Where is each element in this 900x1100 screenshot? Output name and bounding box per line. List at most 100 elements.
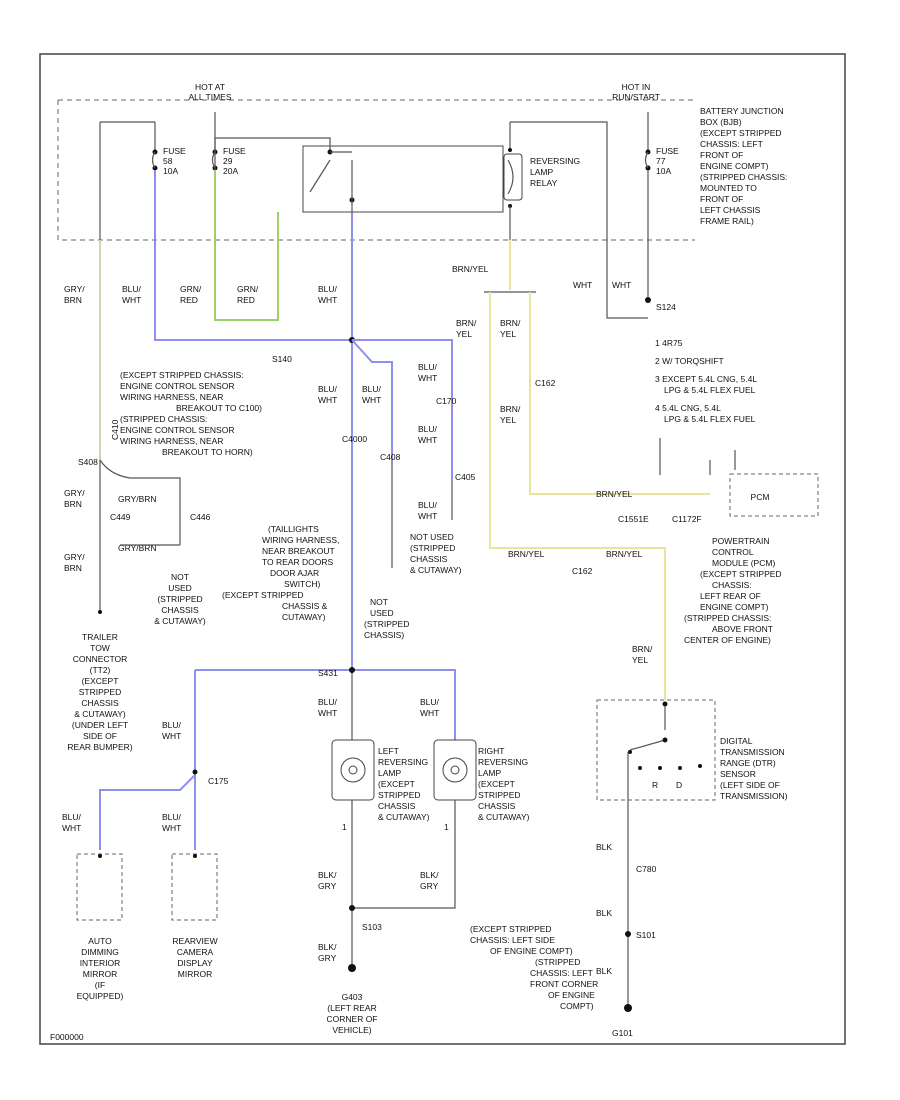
left-reversing-lamp: LEFT REVERSING LAMP (EXCEPT STRIPPED CHA… [331,739,430,832]
right-reversing-lamp: RIGHT REVERSING LAMP (EXCEPT STRIPPED CH… [433,739,530,832]
svg-text:ABOVE FRONT: ABOVE FRONT [712,624,773,634]
svg-text:LAMP: LAMP [378,768,401,778]
svg-text:1: 1 [444,822,449,832]
svg-text:STRIPPED: STRIPPED [478,790,521,800]
hot-bus-right [509,112,649,240]
svg-text:DIMMING: DIMMING [81,947,119,957]
svg-text:CHASSIS: CHASSIS [478,801,516,811]
gry-brn-label-3b: BRN [64,563,82,573]
trailer-tow-connector: TRAILER TOW CONNECTOR (TT2) (EXCEPT STRI… [67,610,133,752]
grn-red-label-2a: GRN/ [237,284,259,294]
fuse-29: FUSE 29 20A [211,146,246,176]
blu-wht-label-e1: BLU/ [418,362,438,372]
bjb-label: BATTERY JUNCTION BOX (BJB) (EXCEPT STRIP… [700,106,787,226]
gry-brn-branch [99,459,181,545]
c4000-label: C4000 [342,434,367,444]
svg-text:ENGINE CONTROL SENSOR: ENGINE CONTROL SENSOR [120,381,234,391]
brn-yel-label-b2: YEL [500,329,516,339]
gry-brn-label-1a: GRY/ [64,284,85,294]
grn-red-wire [214,170,279,321]
diagram-frame [39,53,846,1045]
brn-yel-inline-3: BRN/YEL [606,549,643,559]
svg-text:TRANSMISSION: TRANSMISSION [720,747,785,757]
svg-text:USED: USED [168,583,192,593]
svg-text:& CUTAWAY): & CUTAWAY) [74,709,126,719]
c175-node [192,769,198,775]
svg-text:(STRIPPED: (STRIPPED [535,957,580,967]
hot-in-run-start-label-2: RUN/START [612,92,660,102]
blu-wht-label-g1: BLU/ [418,500,438,510]
blu-wht-label-f2: WHT [418,435,437,445]
svg-text:STRIPPED: STRIPPED [378,790,421,800]
blu-wht-label-a2: WHT [122,295,141,305]
svg-text:(EXCEPT STRIPPED: (EXCEPT STRIPPED [470,924,552,934]
wht-label-1: WHT [573,280,592,290]
svg-text:COMPT): COMPT) [560,1001,594,1011]
pcm-label: POWERTRAIN CONTROL MODULE (PCM) (EXCEPT … [684,536,782,645]
c446-label: C446 [190,512,211,522]
svg-text:ENGINE CONTROL SENSOR: ENGINE CONTROL SENSOR [120,425,234,435]
svg-text:SWITCH): SWITCH) [284,579,321,589]
blu-wht-label-c1: BLU/ [318,384,338,394]
svg-text:1: 1 [342,822,347,832]
svg-text:(STRIPPED: (STRIPPED [410,543,455,553]
blk-gry-label-1b: GRY [318,881,337,891]
svg-text:VEHICLE): VEHICLE) [332,1025,371,1035]
svg-text:NOT: NOT [171,572,189,582]
blu-wht-wire-fuse58 [154,170,352,341]
svg-text:FUSE: FUSE [223,146,246,156]
c170-label: C170 [436,396,457,406]
brn-yel-right-branch [529,292,710,495]
blk-label-3: BLK [596,966,612,976]
blu-wht-label-d2: WHT [362,395,381,405]
svg-text:CAMERA: CAMERA [177,947,214,957]
brn-yel-inline-1: BRN/YEL [596,489,633,499]
blu-wht-label-i2: WHT [420,708,439,718]
svg-text:(EXCEPT STRIPPED CHASSIS:: (EXCEPT STRIPPED CHASSIS: [120,370,244,380]
svg-text:FRONT OF: FRONT OF [700,194,743,204]
svg-text:DOOR AJAR: DOOR AJAR [270,568,319,578]
blu-wht-label-h2: WHT [318,708,337,718]
blk-label-1: BLK [596,842,612,852]
s431-node [349,667,355,673]
c410-label: C410 [110,419,120,440]
s103-label: S103 [362,922,382,932]
s101-node [625,931,631,937]
svg-text:(EXCEPT STRIPPED: (EXCEPT STRIPPED [222,590,304,600]
svg-text:LPG & 5.4L FLEX FUEL: LPG & 5.4L FLEX FUEL [664,414,756,424]
blk-gry-label-3b: GRY [318,953,337,963]
blu-wht-label-a1: BLU/ [122,284,142,294]
svg-text:REARVIEW: REARVIEW [172,936,217,946]
lamp-ground-wires [351,800,456,968]
blu-wht-label-d1: BLU/ [362,384,382,394]
svg-text:TO REAR DOORS: TO REAR DOORS [262,557,333,567]
svg-text:D: D [676,780,682,790]
s408-label: S408 [78,457,98,467]
svg-text:(UNDER LEFT: (UNDER LEFT [72,720,128,730]
dtr-sensor: R D DIGITAL TRANSMISSION RANGE (DTR) SEN… [596,699,788,812]
svg-text:MIRROR: MIRROR [83,969,117,979]
svg-text:LAMP: LAMP [478,768,501,778]
hot-bus-left [99,112,216,240]
svg-text:(LEFT SIDE OF: (LEFT SIDE OF [720,780,780,790]
blu-wht-label-l2: WHT [162,823,181,833]
bjb-boundary [57,99,695,241]
svg-text:OF ENGINE COMPT): OF ENGINE COMPT) [490,946,573,956]
taillight-notes: (TAILLIGHTS WIRING HARNESS, NEAR BREAKOU… [222,524,339,622]
svg-text:2 W/ TORQSHIFT: 2 W/ TORQSHIFT [655,356,724,366]
svg-text:CHASSIS): CHASSIS) [364,630,404,640]
svg-text:FRONT OF: FRONT OF [700,150,743,160]
blu-wht-label-j2: WHT [162,731,181,741]
svg-text:FUSE: FUSE [163,146,186,156]
grn-red-label-2b: RED [237,295,255,305]
wht-label-2: WHT [612,280,631,290]
svg-text:(LEFT REAR: (LEFT REAR [327,1003,376,1013]
svg-text:1 4R75: 1 4R75 [655,338,683,348]
svg-text:CHASSIS: CHASSIS [410,554,448,564]
svg-text:MODULE (PCM): MODULE (PCM) [712,558,775,568]
splice-s140-notes: (EXCEPT STRIPPED CHASSIS: ENGINE CONTROL… [120,370,262,457]
gry-brn-inline-1: GRY/BRN [118,494,157,504]
svg-text:FRAME RAIL): FRAME RAIL) [700,216,754,226]
svg-text:MIRROR: MIRROR [178,969,212,979]
hot-at-all-times-label: HOT AT [195,82,225,92]
